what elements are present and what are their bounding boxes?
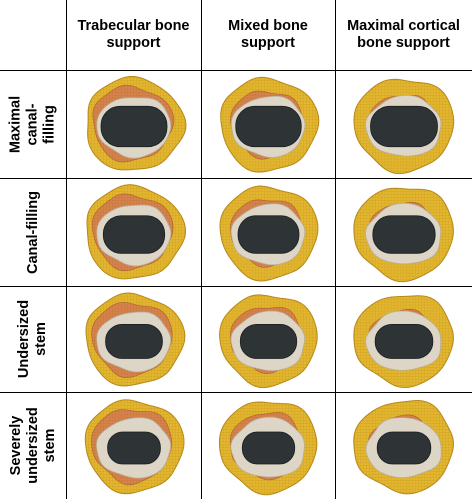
bone-section	[84, 399, 185, 495]
bone-section	[220, 76, 320, 173]
grid-line	[335, 0, 336, 499]
column-header-cortical: Maximal cortical bone support	[335, 0, 472, 70]
bone-section	[87, 76, 187, 171]
bone-section	[353, 187, 454, 283]
row-header-label: Maximal canal-filling	[7, 95, 58, 153]
implant-stem	[241, 431, 296, 465]
implant-stem	[102, 215, 166, 254]
bone-model-r4-c1	[67, 393, 201, 499]
bone-section	[218, 401, 318, 496]
bone-model-r2-c3	[336, 179, 472, 286]
column-header-trabecular: Trabecular bone support	[66, 0, 201, 70]
column-header-mixed: Mixed bone support	[201, 0, 335, 70]
bone-model-r4-c3	[336, 393, 472, 499]
row-header-severely-undersized: Severely undersized stem	[0, 392, 66, 499]
bone-model-r3-c1	[67, 287, 201, 392]
bone-model-r1-c3	[336, 71, 472, 178]
row-header-label: Undersized stem	[16, 299, 50, 379]
bone-model-r2-c1	[67, 179, 201, 286]
row-header-maximal-canal-filling: Maximal canal-filling	[0, 70, 66, 178]
bone-model-r1-c1	[67, 71, 201, 178]
column-header-label: Mixed bone support	[228, 18, 308, 51]
column-header-label: Trabecular bone support	[77, 18, 190, 51]
grid-line	[66, 0, 67, 499]
implant-stem	[239, 324, 298, 359]
grid-line	[0, 70, 472, 71]
bone-section	[85, 292, 186, 387]
bone-section	[353, 295, 454, 389]
bone-section	[353, 78, 455, 175]
bone-model-r3-c2	[202, 287, 335, 392]
implant-stem	[370, 105, 438, 148]
grid-line	[201, 0, 202, 499]
bone-model-r2-c2	[202, 179, 335, 286]
implant-stem	[100, 105, 168, 148]
bone-model-r1-c2	[202, 71, 335, 178]
bone-model-r3-c3	[336, 287, 472, 392]
implant-stem	[374, 324, 434, 359]
bone-section	[219, 294, 318, 389]
implant-stem	[107, 431, 161, 465]
implant-stem	[372, 215, 436, 254]
implant-stem	[237, 215, 300, 254]
bone-section	[86, 184, 187, 280]
bone-section	[219, 185, 319, 282]
grid-line	[0, 392, 472, 393]
implant-stem	[235, 105, 302, 148]
grid-line	[0, 286, 472, 287]
row-header-undersized: Undersized stem	[0, 286, 66, 392]
implant-stem	[376, 431, 432, 465]
column-header-label: Maximal cortical bone support	[347, 18, 460, 51]
implant-stem	[105, 324, 163, 359]
grid-line	[0, 178, 472, 179]
row-header-canal-filling: Canal-filling	[0, 178, 66, 286]
bone-section	[353, 399, 454, 495]
row-header-label: Canal-filling	[24, 190, 41, 274]
bone-model-r4-c2	[202, 393, 335, 499]
row-header-label: Severely undersized stem	[7, 407, 58, 484]
